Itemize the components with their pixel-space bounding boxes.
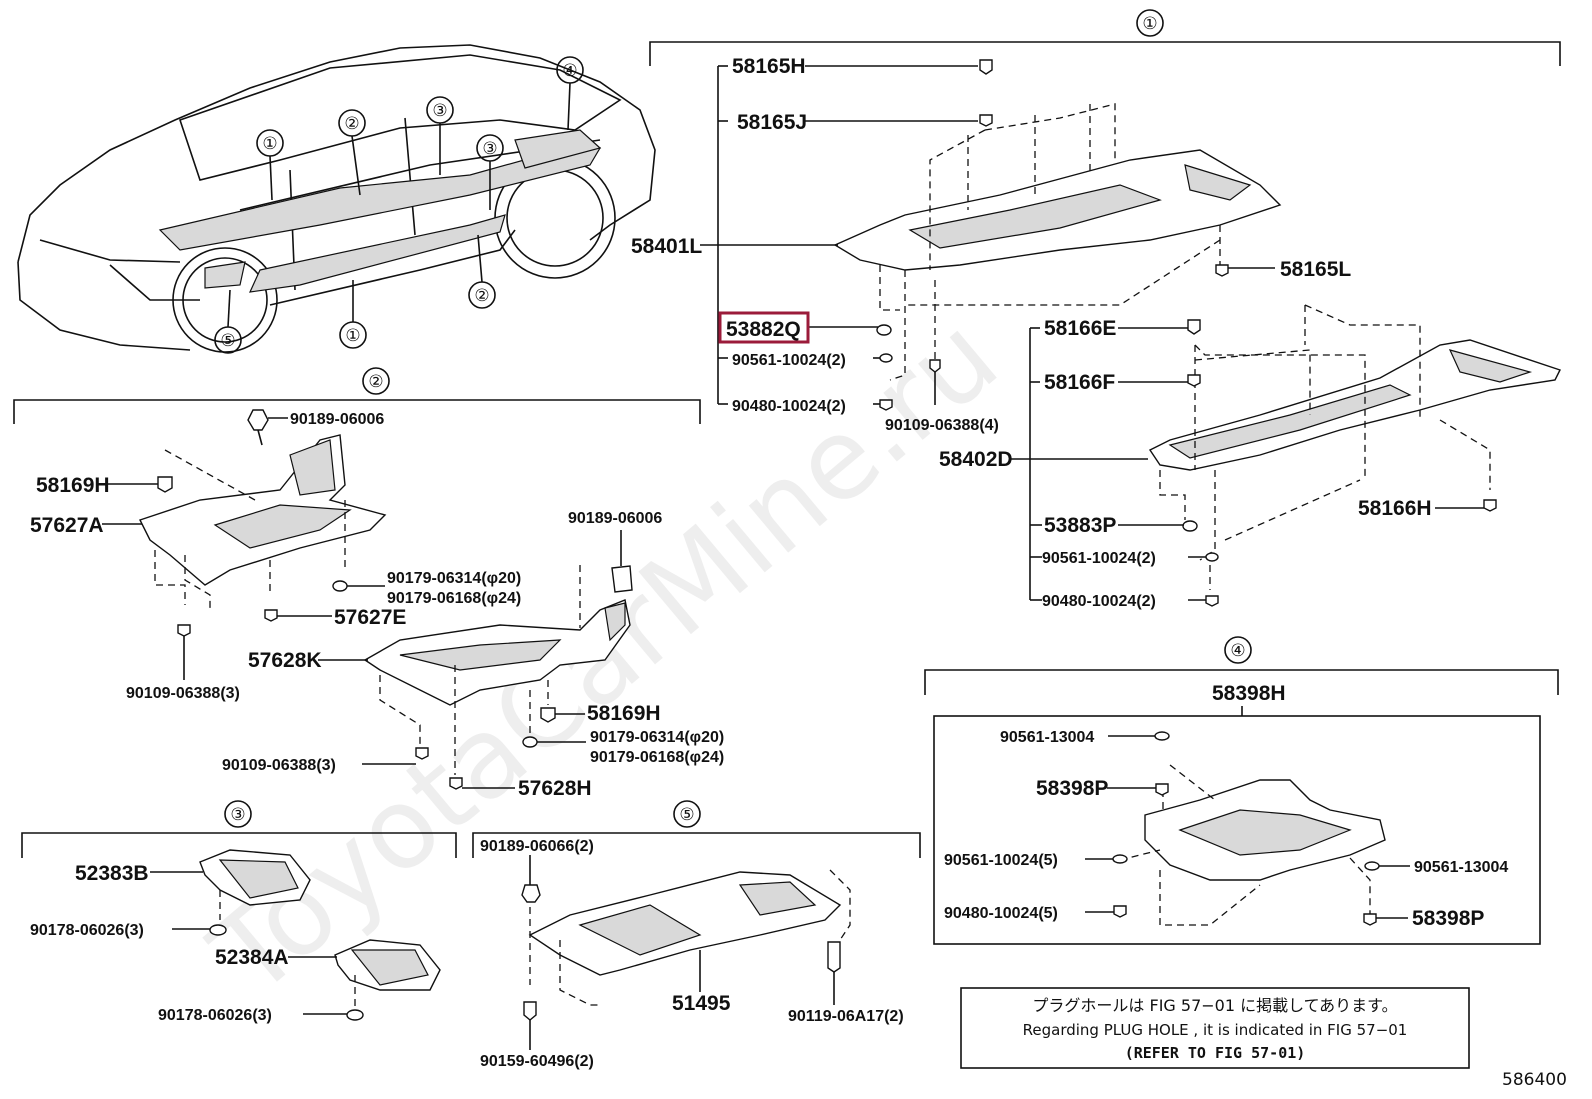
part-90561-13004-b[interactable]: 90561-13004 xyxy=(1414,859,1508,876)
car-callout-2-top: ② xyxy=(338,109,366,196)
part-53882Q[interactable]: 53882Q xyxy=(726,318,801,341)
section-4: ④ 58398H 90561-13004 58398P 90561-10024(… xyxy=(924,636,1559,945)
part-90178-06026-b[interactable]: 90178-06026(3) xyxy=(158,1007,272,1024)
part-52383B[interactable]: 52383B xyxy=(75,862,149,885)
car-callout-2-bottom: ② xyxy=(468,234,496,309)
svg-text:②: ② xyxy=(344,114,359,134)
car-callout-1-top: ① xyxy=(256,129,284,201)
part-90179-06168[interactable]: 90179-06168(φ24) xyxy=(387,590,521,607)
section-3: ③ 52383B 90178-06026(3) 52384A 90178-060… xyxy=(21,800,457,1024)
part-58402D[interactable]: 58402D xyxy=(939,448,1013,471)
note-japanese: プラグホールは FIG 57−01 に掲載してあります。 xyxy=(1032,996,1397,1015)
part-90189-06006-b[interactable]: 90189-06006 xyxy=(568,510,662,527)
part-58165L[interactable]: 58165L xyxy=(1280,258,1351,281)
part-57628K[interactable]: 57628K xyxy=(248,649,322,672)
part-90109-06388-a[interactable]: 90109-06388(3) xyxy=(126,685,240,702)
note-english: Regarding PLUG HOLE , it is indicated in… xyxy=(1023,1021,1408,1039)
svg-text:④: ④ xyxy=(562,61,577,81)
car-callout-1-bottom: ① xyxy=(339,280,367,349)
part-90561-10024-c[interactable]: 90561-10024(5) xyxy=(944,852,1058,869)
section-1-marker xyxy=(1136,9,1164,37)
note-box: プラグホールは FIG 57−01 に掲載してあります。 Regarding P… xyxy=(960,987,1470,1069)
part-90179-06314-b[interactable]: 90179-06314(φ20) xyxy=(590,729,724,746)
car-overview xyxy=(17,44,656,353)
part-90480-10024-b[interactable]: 90480-10024(2) xyxy=(1042,593,1156,610)
car-callout-3-mid: ③ xyxy=(476,134,504,210)
note-refer-link[interactable]: (REFER TO FIG 57-01) xyxy=(1125,1044,1306,1062)
section-5: ⑤ 90189-06066(2) 51495 90119-06A17(2) 90… xyxy=(472,800,921,1070)
part-90561-10024[interactable]: 90561-10024(2) xyxy=(732,352,846,369)
car-callout-3-top: ③ xyxy=(426,96,454,175)
part-90179-06314[interactable]: 90179-06314(φ20) xyxy=(387,570,521,587)
part-90189-06006[interactable]: 90189-06006 xyxy=(290,411,384,428)
svg-text:③: ③ xyxy=(482,139,497,159)
part-58166F[interactable]: 58166F xyxy=(1044,371,1115,394)
selected-part-highlight xyxy=(718,311,810,344)
car-callout-5: ⑤ xyxy=(214,289,242,354)
part-52384A[interactable]: 52384A xyxy=(215,946,289,969)
part-58165J[interactable]: 58165J xyxy=(737,111,807,134)
figure-id: 586400 xyxy=(1502,1070,1567,1090)
svg-text:⑤: ⑤ xyxy=(679,805,694,825)
part-90119-06A17[interactable]: 90119-06A17(2) xyxy=(788,1008,904,1025)
svg-text:③: ③ xyxy=(432,101,447,121)
svg-text:①: ① xyxy=(262,134,277,154)
section-2: ② 90189-06006 58169H 57627A 90179-06314(… xyxy=(13,367,724,800)
svg-text:①: ① xyxy=(345,326,360,346)
part-90480-10024-c[interactable]: 90480-10024(5) xyxy=(944,905,1058,922)
part-58166E[interactable]: 58166E xyxy=(1044,317,1116,340)
part-58169H[interactable]: 58169H xyxy=(36,474,110,497)
section-4-inner-box xyxy=(933,715,1541,945)
svg-text:⑤: ⑤ xyxy=(220,331,235,351)
svg-text:③: ③ xyxy=(230,805,245,825)
part-90480-10024[interactable]: 90480-10024(2) xyxy=(732,398,846,415)
part-90189-06066[interactable]: 90189-06066(2) xyxy=(480,838,594,855)
part-58166H[interactable]: 58166H xyxy=(1358,497,1432,520)
svg-text:①: ① xyxy=(1142,14,1157,34)
svg-text:②: ② xyxy=(474,286,489,306)
car-callout-4: ④ xyxy=(556,56,584,131)
part-90561-13004-a[interactable]: 90561-13004 xyxy=(1000,729,1094,746)
part-90109-06388[interactable]: 90109-06388(4) xyxy=(885,417,999,434)
part-57627A[interactable]: 57627A xyxy=(30,514,104,537)
part-51495[interactable]: 51495 xyxy=(672,992,731,1015)
part-58165H[interactable]: 58165H xyxy=(732,55,806,78)
part-58169H-b[interactable]: 58169H xyxy=(587,702,661,725)
part-90159-60496[interactable]: 90159-60496(2) xyxy=(480,1053,594,1070)
part-57627E[interactable]: 57627E xyxy=(334,606,406,629)
part-58398P-a[interactable]: 58398P xyxy=(1036,777,1108,800)
part-90109-06388-b[interactable]: 90109-06388(3) xyxy=(222,757,336,774)
part-57628H[interactable]: 57628H xyxy=(518,777,592,800)
part-58398H[interactable]: 58398H xyxy=(1212,682,1286,705)
part-90178-06026-a[interactable]: 90178-06026(3) xyxy=(30,922,144,939)
part-90561-10024-b[interactable]: 90561-10024(2) xyxy=(1042,550,1156,567)
part-90179-06168-b[interactable]: 90179-06168(φ24) xyxy=(590,749,724,766)
part-58401L[interactable]: 58401L xyxy=(631,235,702,258)
part-58398P-b[interactable]: 58398P xyxy=(1412,907,1484,930)
part-53883P[interactable]: 53883P xyxy=(1044,514,1116,537)
svg-text:②: ② xyxy=(368,372,383,392)
svg-text:④: ④ xyxy=(1230,641,1245,661)
section-1: ① xyxy=(631,9,1561,610)
